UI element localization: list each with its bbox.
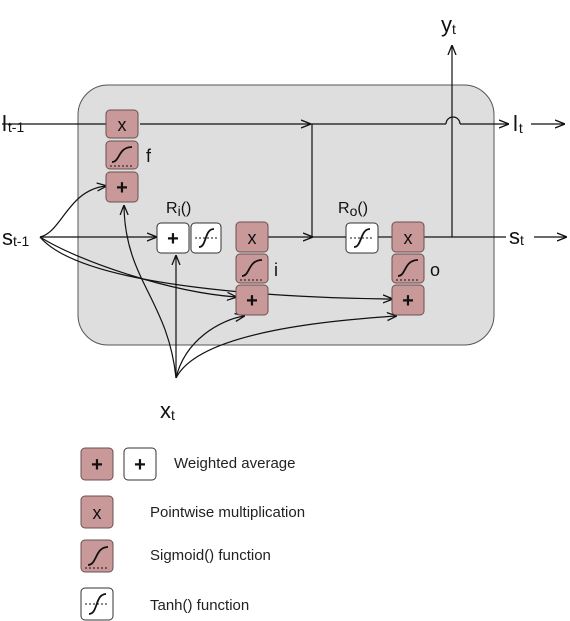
- legend-weighted-average-pink-icon: +: [80, 447, 114, 481]
- legend-tanh-icon: [80, 587, 114, 621]
- l-next-label: lt: [513, 111, 523, 136]
- svg-text:x: x: [404, 228, 413, 248]
- svg-text:x: x: [93, 503, 102, 523]
- connections: [2, 46, 566, 379]
- cell-background: [77, 84, 495, 346]
- x-input-label: xt: [160, 398, 175, 423]
- ri-plus-box: +: [156, 222, 190, 254]
- svg-text:+: +: [116, 177, 128, 199]
- input-sigmoid-box: [235, 253, 269, 284]
- s-prev-label: st-1: [2, 225, 30, 250]
- legend-sigmoid-icon: [80, 539, 114, 573]
- svg-text:+: +: [167, 228, 179, 250]
- forget-multiply-box: x: [105, 109, 139, 139]
- output-sigmoid-box: [391, 253, 425, 284]
- legend-tanh-label: Tanh() function: [150, 597, 249, 614]
- gate-f-label: f: [146, 146, 152, 166]
- y-output-label: yt: [441, 12, 456, 37]
- output-multiply-box: x: [391, 221, 425, 253]
- ro-tanh-box: [345, 222, 379, 254]
- ri-label: Ri(): [166, 200, 191, 219]
- legend-sigmoid-label: Sigmoid() function: [150, 547, 271, 564]
- forget-plus-box: +: [105, 171, 139, 203]
- ri-tanh-box: [190, 222, 222, 254]
- gate-i-label: i: [274, 260, 278, 280]
- legend-multiply-icon: x: [80, 495, 114, 529]
- legend-weighted-average-label: Weighted average: [174, 455, 295, 472]
- svg-text:x: x: [118, 115, 127, 135]
- svg-text:+: +: [91, 454, 103, 476]
- legend-weighted-average-white-icon: +: [123, 447, 157, 481]
- svg-text:+: +: [134, 454, 146, 476]
- l-prev-label: lt-1: [2, 111, 24, 136]
- ro-label: Ro(): [338, 200, 368, 219]
- input-plus-box: +: [235, 284, 269, 316]
- svg-text:x: x: [248, 228, 257, 248]
- input-multiply-box: x: [235, 221, 269, 253]
- legend-multiply-label: Pointwise multiplication: [150, 504, 305, 521]
- legend: + + Weighted average x Pointwise multipl…: [80, 447, 305, 621]
- s-next-label: st: [509, 224, 524, 249]
- gate-o-label: o: [430, 260, 440, 280]
- svg-text:+: +: [402, 290, 414, 312]
- svg-text:+: +: [246, 290, 258, 312]
- forget-sigmoid-box: [105, 140, 139, 170]
- output-plus-box: +: [391, 284, 425, 316]
